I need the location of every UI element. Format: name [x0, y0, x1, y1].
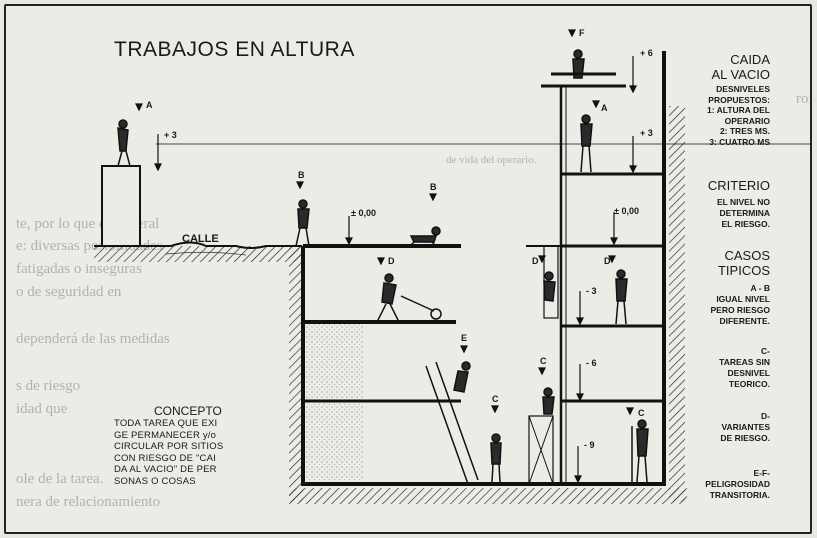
workers	[117, 49, 649, 483]
caida-body-line: DESNIVELES	[716, 84, 770, 94]
bleed-line: de vida del operario.	[446, 154, 537, 166]
casos-ef: E-F- PELIGROSIDAD TRANSITORIA.	[660, 468, 770, 501]
label-b-crawl: B	[430, 182, 437, 192]
level-plus6-top: + 6	[640, 48, 653, 58]
concepto-body-line: SONAS O COSAS	[114, 475, 196, 487]
level-plus000-left: ± 0,00	[351, 208, 376, 218]
label-a-right: A	[601, 103, 608, 113]
street-label: CALLE	[182, 233, 219, 245]
concepto-body-line: CIRCULAR POR SITIOS	[114, 441, 224, 452]
casos-ab: A - B IGUAL NIVEL PERO RIESGO DIFERENTE.	[660, 283, 770, 327]
left-structure	[301, 244, 666, 486]
level-plus3-right: + 3	[640, 128, 653, 138]
bleed-line: s de riesgo	[16, 378, 81, 394]
casos-d-line: VARIANTES	[721, 422, 771, 432]
casos-heading-line: CASOS	[724, 248, 770, 263]
level-minus9: - 9	[584, 440, 595, 450]
street-ground	[94, 241, 302, 262]
criterio-body-line: DETERMINA	[719, 208, 770, 218]
caida-heading: CAIDA AL VACIO	[660, 52, 770, 82]
caida-body-line: 3: CUATRO MS	[709, 136, 770, 147]
ladder	[425, 361, 479, 485]
casos-ef-line: TRANSITORIA.	[709, 490, 770, 500]
concepto-body-line: CON RIESGO DE "CAI	[114, 452, 216, 464]
label-f-top: F	[579, 28, 585, 38]
level-minus3: - 3	[586, 286, 597, 296]
right-tower	[526, 51, 666, 485]
construction-section-drawing	[94, 29, 810, 504]
label-d-cart: D	[388, 256, 395, 266]
bleed-line: dependerá de las medidas	[16, 331, 170, 347]
bleed-line: idad que	[16, 401, 68, 417]
criterio-heading: CRITERIO	[707, 178, 770, 193]
caida-heading-line: CAIDA	[730, 52, 770, 67]
bleed-line: ole de la tarea.	[16, 471, 104, 487]
label-d-right1: D	[532, 256, 539, 266]
casos-c-line: DESNIVEL	[727, 368, 770, 378]
label-b-street: B	[298, 170, 305, 180]
criterio-body-line: EL NIVEL NO	[716, 197, 770, 207]
label-e-ladder: E	[461, 333, 468, 343]
concepto-body: TODA TAREA QUE EXI GE PERMANECER y/o CIR…	[114, 418, 324, 487]
label-a-left: A	[146, 100, 153, 110]
label-c-right2: C	[638, 408, 645, 418]
casos-d-line: D-	[761, 411, 770, 421]
bleed-line: fatigadas o inseguras	[16, 261, 142, 277]
casos-ab-line: DIFERENTE.	[719, 316, 770, 326]
casos-ab-line: PERO RIESGO	[710, 305, 770, 315]
left-pedestal	[101, 165, 141, 247]
level-left-plus3: + 3	[164, 130, 177, 140]
concepto-body-line: TODA TAREA QUE EXI	[114, 418, 218, 429]
criterio-body: EL NIVEL NO DETERMINA EL RIESGO.	[660, 197, 770, 230]
level-plus000-right: ± 0,00	[614, 206, 639, 216]
label-c-right1: C	[540, 356, 547, 366]
casos-c-line: TAREAS SIN	[719, 357, 770, 367]
concepto-body-line: DA AL VACIO" DE PER	[114, 464, 217, 475]
level-minus6: - 6	[586, 358, 597, 368]
casos-d: D- VARIANTES DE RIESGO.	[660, 411, 770, 444]
caida-body-line: PROPUESTOS:	[708, 94, 770, 105]
label-d-right2: D	[604, 256, 611, 266]
bleed-line: o de seguridad en	[16, 284, 122, 300]
casos-ab-line: IGUAL NIVEL	[716, 294, 770, 304]
casos-ef-line: PELIGROSIDAD	[705, 479, 770, 489]
casos-c-line: C-	[761, 346, 770, 356]
casos-heading-line: TIPICOS	[717, 263, 770, 278]
criterio-body-line: EL RIESGO.	[721, 219, 771, 229]
concepto-body-line: GE PERMANECER y/o	[114, 429, 217, 441]
caida-heading-line: AL VACIO	[711, 67, 770, 82]
casos-ef-line: E-F-	[753, 468, 770, 478]
caida-body-line: 2: TRES MS.	[719, 126, 770, 136]
bleed-line: rofes que aquí dependerá de diversas cir…	[796, 91, 810, 107]
level-markers	[135, 29, 637, 484]
concepto-heading: CONCEPTO	[154, 404, 222, 418]
page-title: TRABAJOS EN ALTURA	[114, 38, 355, 61]
caida-body-line: OPERARIO	[724, 115, 770, 126]
bleed-line: nera de relacionamiento	[16, 494, 161, 510]
caida-body: DESNIVELES PROPUESTOS: 1: ALTURA DEL OPE…	[660, 84, 770, 147]
casos-c: C- TAREAS SIN DESNIVEL TEORICO.	[660, 346, 770, 390]
casos-ab-line: A - B	[750, 283, 770, 293]
diagram-frame: rofes que aquí dependerá de diversas cir…	[4, 4, 812, 534]
casos-heading: CASOS TIPICOS	[660, 248, 770, 278]
casos-c-line: TEORICO.	[728, 379, 770, 389]
caida-body-line: 1: ALTURA DEL	[707, 105, 770, 115]
label-c-lower: C	[492, 394, 499, 404]
casos-d-line: DE RIESGO.	[720, 433, 770, 443]
